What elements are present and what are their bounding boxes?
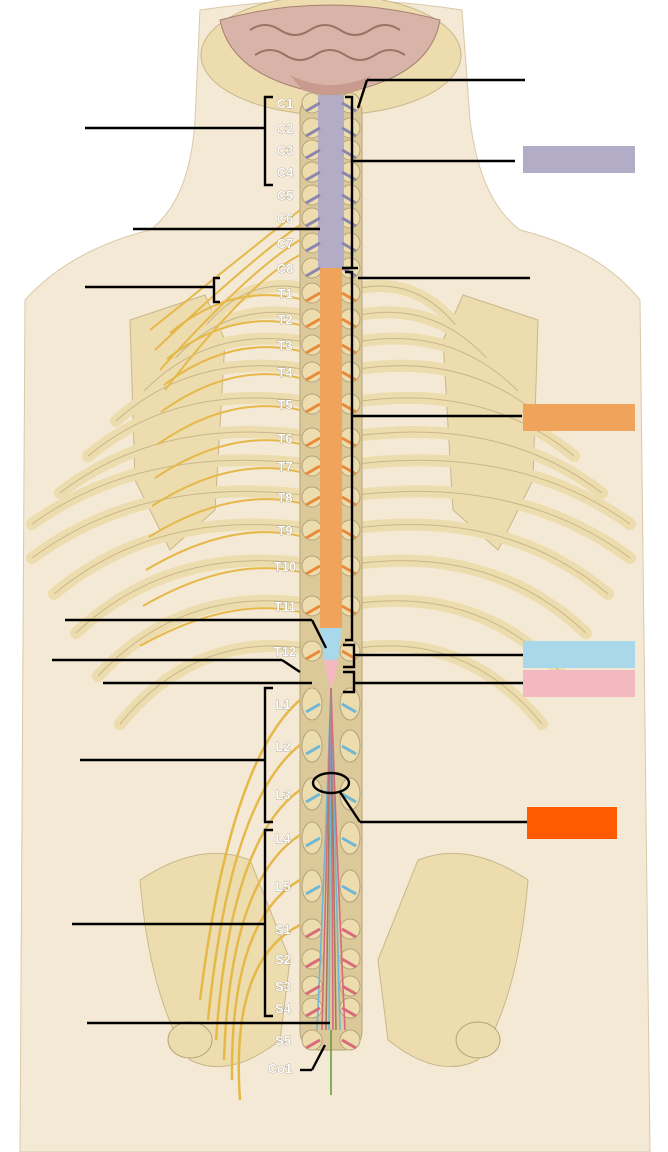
segment-labels: C1C2C3C4C5C6C7C8T1T2T3T4T5T6T7T8T9T10T11…	[267, 96, 296, 1077]
cauda-equina-color-box	[527, 807, 617, 839]
segment-label-t9: T9	[277, 523, 292, 538]
thoracic-color-box	[523, 404, 635, 431]
spinal-cord	[318, 95, 344, 690]
cauda-equina	[316, 687, 346, 1095]
segment-label-t3: T3	[277, 338, 292, 353]
segment-label-s5: S5	[275, 1033, 291, 1048]
lumbar-cord	[320, 628, 342, 685]
cervical-cord	[318, 95, 344, 270]
segment-label-c8: C8	[277, 261, 294, 276]
segment-label-c7: C7	[277, 236, 294, 251]
segment-label-t4: T4	[277, 365, 293, 380]
segment-label-c2: C2	[277, 121, 294, 136]
segment-label-t8: T8	[277, 490, 292, 505]
segment-label-l2: L2	[275, 739, 290, 754]
segment-label-c6: C6	[277, 211, 294, 226]
segment-label-t12: T12	[274, 644, 296, 659]
segment-label-c1: C1	[277, 96, 294, 111]
sacral-color-box	[523, 670, 635, 697]
segment-label-l3: L3	[275, 787, 290, 802]
segment-label-t2: T2	[277, 312, 292, 327]
segment-label-c3: C3	[277, 143, 294, 158]
segment-label-t7: T7	[277, 459, 292, 474]
segment-label-t11: T11	[274, 599, 296, 614]
segment-label-s1: S1	[275, 922, 291, 937]
region-color-boxes	[523, 146, 635, 839]
segment-label-c4: C4	[277, 165, 294, 180]
segment-label-l4: L4	[275, 831, 291, 846]
sacral-cord	[324, 660, 338, 690]
spinal-nerves	[139, 101, 357, 1101]
segment-label-t5: T5	[277, 397, 292, 412]
segment-label-co1: Co1	[268, 1061, 293, 1076]
annotation-leaders	[52, 78, 530, 1072]
segment-label-s4: S4	[275, 1001, 292, 1016]
segment-label-s2: S2	[275, 952, 291, 967]
segment-label-l5: L5	[275, 879, 290, 894]
segment-label-s3: S3	[275, 979, 291, 994]
cervical-color-box	[523, 146, 635, 173]
segment-label-t1: T1	[277, 286, 292, 301]
vertebral-column	[299, 92, 363, 1051]
segment-label-t6: T6	[277, 431, 292, 446]
segment-label-t10: T10	[274, 559, 296, 574]
segment-label-l1: L1	[275, 697, 290, 712]
thoracic-cord	[320, 268, 342, 628]
segment-label-c5: C5	[277, 188, 294, 203]
lumbar-color-box	[523, 641, 635, 668]
